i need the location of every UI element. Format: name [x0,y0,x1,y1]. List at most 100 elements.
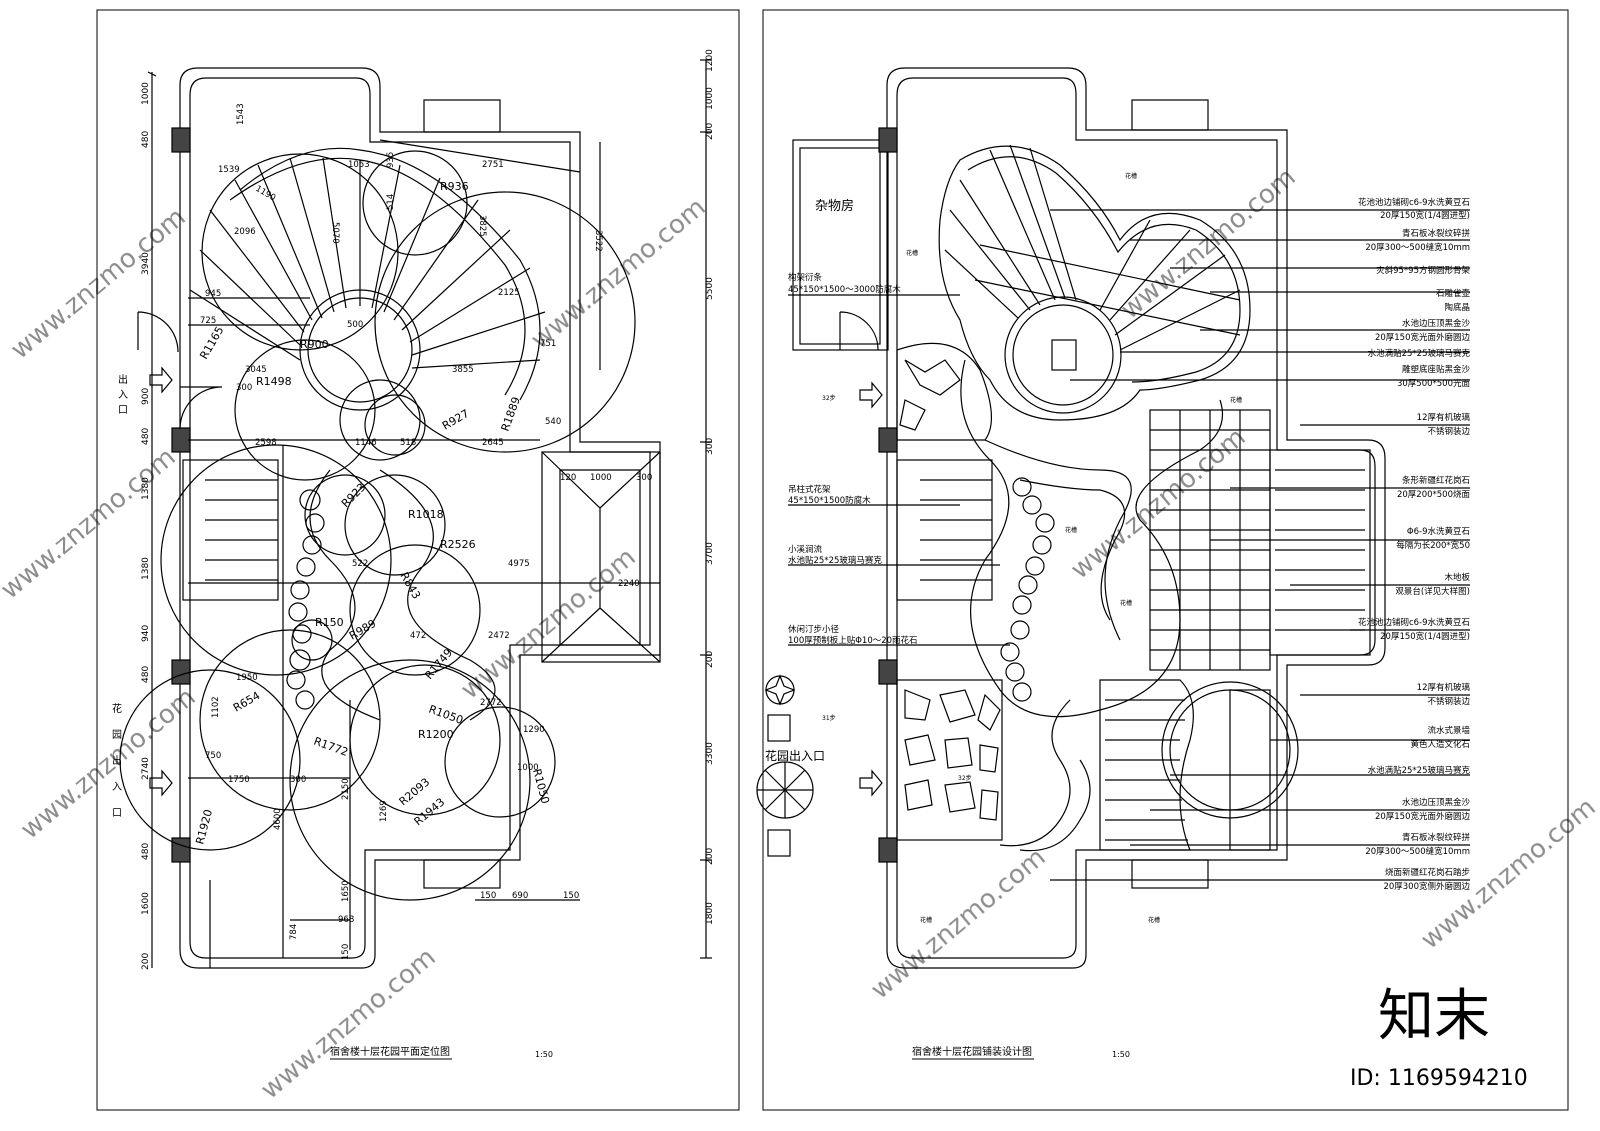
rdim-200c: 200 [705,848,715,865]
material-note: 20厚300宽侧外磨圆边 [1383,881,1470,892]
dim-label: 935 [386,152,396,168]
note-spec: 水池贴25*25玻璃马赛克 [788,555,882,566]
watermark-text: www.znzmo.com [1115,162,1301,325]
dim-label: 1750 [228,775,250,785]
material-note: 木地板 [1444,572,1470,583]
material-note: 30厚500*500光面 [1397,378,1471,389]
radius-label: R1165 [197,324,226,361]
radius-label: R1200 [418,728,454,741]
step-label: 32步 [958,774,972,782]
dim-label: 1146 [355,438,377,448]
note-spec: 45*150*1500～3000防腐木 [788,284,901,295]
entrance-char-2: 入 [118,390,128,401]
watermark-text: www.znzmo.com [0,442,182,605]
material-note: 石雕雀壶 [1436,288,1471,299]
plant-label: 花槽 [1148,916,1160,924]
dim-label: 2645 [482,438,504,448]
dim-label: 1950 [236,673,258,683]
radius-label: R150 [315,616,344,629]
rdim-5500: 5500 [705,277,715,300]
material-note: 20厚150宽光面外磨圆边 [1375,332,1471,343]
dim-1380: 1380 [141,477,151,500]
dim-label: 4975 [508,559,530,569]
brand-watermark: 知末 ID: 1169594210 [1350,984,1528,1091]
bottom-dim: 690 [512,891,528,901]
radius-label: R1772 [312,735,350,759]
material-note: 青石板冰裂纹碎拼 [1402,228,1471,239]
material-note: 雕塑底座贴黑金沙 [1402,364,1471,375]
material-note: 每隔为长200*宽50 [1396,540,1470,551]
dim-label: 2125 [498,288,520,298]
garden-entrance-char-5: 口 [112,808,122,819]
entrance-char-3: 口 [118,405,128,416]
dim-label: 1053 [348,160,370,170]
left-sheet-frame [96,9,740,1111]
dim-480: 480 [141,131,151,148]
dim-label: 300 [290,775,306,785]
material-note: 陶底晶 [1444,302,1470,313]
dim-label: 2772 [480,698,502,708]
radius-label: R654 [231,689,262,715]
radius-label: R1889 [499,395,523,433]
rdim-200: 200 [705,123,715,140]
plant-label: 花槽 [906,249,918,257]
watermark-text: www.znzmo.com [15,682,201,845]
right-annotations: 杂物房 构架衍条 45*150*1500～3000防腐木 吊柱式花架 45*15… [765,172,1471,1060]
plant-label: 花槽 [1230,396,1242,404]
dim-label: 300 [636,473,652,483]
watermark-text: www.znzmo.com [255,942,441,1105]
dim-1380b: 1380 [141,557,151,580]
dim-label: 472 [410,631,426,641]
material-note: 水池边压顶黑金沙 [1402,797,1471,808]
note-spec: 100厚预制板上贴Φ10～20雨花石 [788,635,918,646]
dim-label: 2598 [255,438,277,448]
dim-label: 500 [347,320,363,330]
watermark-text: www.znzmo.com [865,842,1051,1005]
dim-label: 120 [560,473,576,483]
room-label: 杂物房 [815,198,854,214]
right-plan [756,67,1470,969]
rdim-1800: 1800 [705,902,715,925]
radius-label: R1498 [256,375,292,388]
dim-label: 1000 [517,763,539,773]
rdim-200b: 200 [705,651,715,668]
dim-label: 3825 [477,215,487,237]
radius-label: R1050 [427,703,465,727]
material-note: 20厚150宽光面外磨圆边 [1375,811,1471,822]
dim-label: 1543 [236,103,246,125]
dim-label: 1269 [379,800,389,822]
brand-id: ID: 1169594210 [1350,1066,1528,1091]
rdim-300: 300 [705,438,715,455]
material-note: Φ6-9水洗黄豆石 [1407,526,1470,537]
material-note: 条形新疆红花岗石 [1402,475,1470,486]
radius-label: R936 [440,180,469,193]
note-title: 构架衍条 [788,272,823,283]
dim-480d: 480 [141,843,151,860]
right-sheet-scale: 1:50 [1112,1050,1130,1059]
dim-label: 725 [200,316,216,326]
dim-label: 1539 [218,165,240,175]
radius-label: R989 [347,617,378,643]
dim-label: 1102 [211,696,221,718]
radius-label: R1943 [412,795,448,828]
dim-label: 968 [338,915,354,925]
dim-label: 3045 [245,365,267,375]
dim-1000: 1000 [141,82,151,105]
dim-label: 2240 [618,579,640,589]
dim-label: 3855 [452,365,474,375]
left-sheet-scale: 1:50 [535,1050,553,1059]
step-label: 31步 [822,714,836,722]
watermark-text: www.znzmo.com [5,202,191,365]
radius-label: R927 [440,407,471,433]
dim-480c: 480 [141,666,151,683]
material-note: 观景台(详见大样图) [1395,586,1470,597]
garden-entrance-label: 花园出入口 [765,748,825,763]
bottom-dim: 150 [563,891,579,901]
plant-label: 花槽 [1065,526,1077,534]
dim-200: 200 [141,953,151,970]
material-note: 水池满贴25*25玻璃马赛克 [1368,348,1471,359]
dim-label: 3522 [593,230,603,252]
rdim-1200: 1200 [705,49,715,72]
dim-label: 150 [341,944,351,960]
garden-entrance-char-1: 花 [112,702,122,715]
